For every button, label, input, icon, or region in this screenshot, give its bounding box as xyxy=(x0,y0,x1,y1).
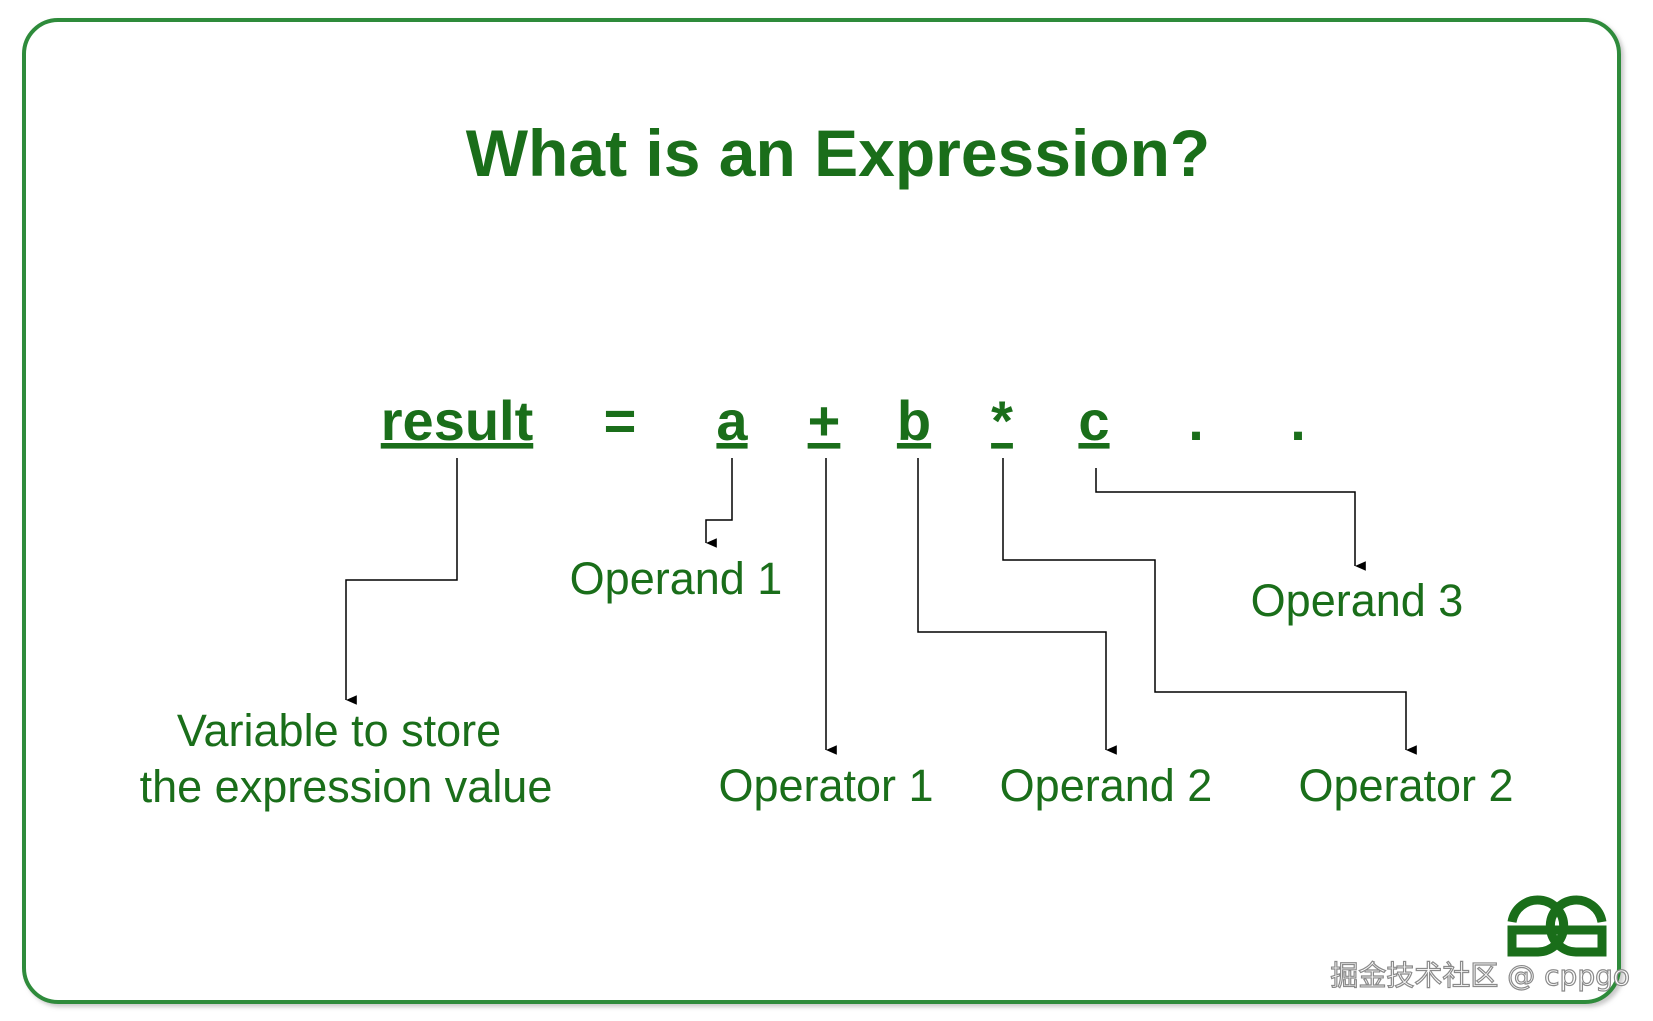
label-operand-1: Operand 1 xyxy=(570,553,783,604)
expression: result = a + b * c . . xyxy=(381,389,1306,452)
token-dot-1: . xyxy=(1188,389,1204,452)
token-result: result xyxy=(381,389,534,452)
token-c: c xyxy=(1078,389,1109,452)
connector-a xyxy=(705,458,733,548)
labels: Operand 1 Operand 3 Variable to store th… xyxy=(140,553,1514,812)
connector-result xyxy=(345,458,458,705)
connectors xyxy=(345,458,1417,755)
connector-b xyxy=(917,458,1117,755)
token-plus: + xyxy=(808,389,841,452)
label-operand-2: Operand 2 xyxy=(1000,760,1213,811)
token-b: b xyxy=(897,389,931,452)
label-operator-2: Operator 2 xyxy=(1298,760,1513,811)
connector-star xyxy=(1002,458,1417,755)
geeksforgeeks-logo xyxy=(1507,895,1607,957)
token-a: a xyxy=(716,389,748,452)
token-equals: = xyxy=(604,389,637,452)
token-dot-2: . xyxy=(1290,389,1306,452)
page-title: What is an Expression? xyxy=(466,116,1211,190)
label-operator-1: Operator 1 xyxy=(718,760,933,811)
label-variable-line-1: Variable to store xyxy=(177,705,501,756)
connector-c xyxy=(1095,468,1366,571)
watermark-text: 掘金技术社区 @ cppgo xyxy=(1330,959,1630,992)
label-operand-3: Operand 3 xyxy=(1251,575,1464,626)
card-frame xyxy=(22,18,1621,1004)
label-variable-line-2: the expression value xyxy=(140,761,553,812)
token-star: * xyxy=(991,389,1013,452)
